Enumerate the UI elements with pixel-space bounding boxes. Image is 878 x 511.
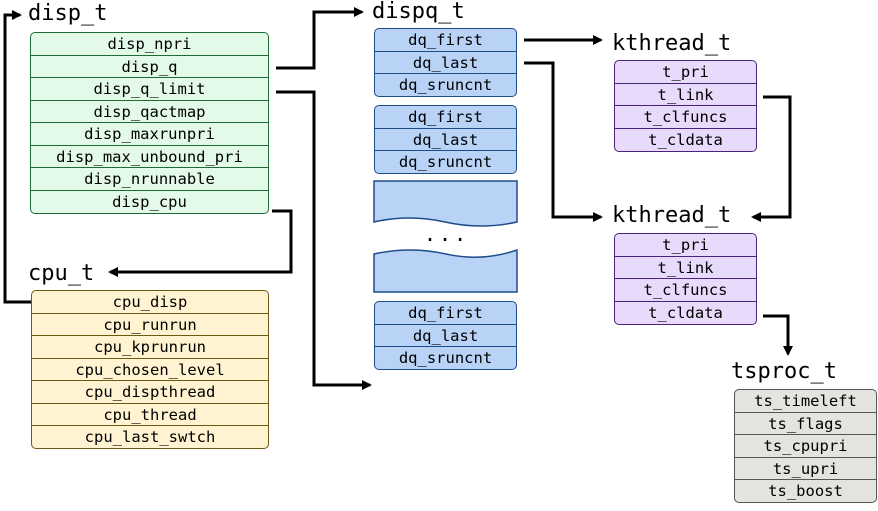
dispq-entry-1: dq_first dq_last dq_sruncnt <box>374 105 517 174</box>
dispq-field: dq_sruncnt <box>374 346 517 370</box>
cpu-field: cpu_chosen_level <box>31 357 269 382</box>
dispq-gap-box-bottom <box>373 248 518 293</box>
cpu-field: cpu_last_swtch <box>31 425 269 449</box>
arrow-t-link-to-kthread-2 <box>751 95 792 222</box>
arrow-disp-cpu-to-cpu-t <box>108 209 293 277</box>
kthread-field: t_link <box>614 82 757 107</box>
kthread-t-title-1: kthread_t <box>612 31 732 56</box>
tsproc-t-title: tsproc_t <box>731 359 837 384</box>
dispq-field: dq_sruncnt <box>374 73 517 97</box>
cpu-t-struct: cpu_disp cpu_runrun cpu_kprunrun cpu_cho… <box>31 290 269 449</box>
kthread-field: t_pri <box>614 60 757 84</box>
tsproc-field: ts_upri <box>734 456 877 481</box>
kthread-struct-1: t_pri t_link t_clfuncs t_cldata <box>614 60 757 152</box>
kthread-struct-2: t_pri t_link t_clfuncs t_cldata <box>614 233 757 325</box>
disp-field: disp_qactmap <box>30 99 269 124</box>
dispq-ellipsis: ... <box>424 222 470 246</box>
disp-t-title: disp_t <box>28 1 108 26</box>
disp-field: disp_npri <box>30 32 269 56</box>
disp-field: disp_nrunnable <box>30 167 269 191</box>
cpu-field: cpu_kprunrun <box>31 335 269 359</box>
tsproc-field: ts_cpupri <box>734 434 877 458</box>
arrow-dq-last-to-kthread-2 <box>524 61 603 222</box>
cpu-field: cpu_thread <box>31 402 269 427</box>
dispq-field: dq_first <box>374 105 517 129</box>
arrow-disp-q-to-dispq-t <box>276 7 364 70</box>
dispq-field: dq_first <box>374 28 517 52</box>
dispq-entry-0: dq_first dq_last dq_sruncnt <box>374 28 517 97</box>
cpu-field: cpu_disp <box>31 290 269 314</box>
dispq-entry-2: dq_first dq_last dq_sruncnt <box>374 301 517 370</box>
dispq-field: dq_first <box>374 301 517 325</box>
arrow-cpu-disp-to-disp-t <box>3 10 31 304</box>
cpu-field: cpu_dispthread <box>31 380 269 404</box>
dispq-field: dq_sruncnt <box>374 150 517 174</box>
tsproc-field: ts_flags <box>734 411 877 436</box>
tsproc-field: ts_boost <box>734 479 877 503</box>
kthread-t-title-2: kthread_t <box>612 203 732 228</box>
disp-field: disp_maxrunpri <box>30 122 269 146</box>
kthread-field: t_cldata <box>614 300 757 325</box>
dispq-t-title: dispq_t <box>372 0 465 24</box>
dispq-gap-box-top <box>373 180 518 227</box>
disp-field: disp_cpu <box>30 189 269 214</box>
dispq-field: dq_last <box>374 50 517 75</box>
cpu-t-title: cpu_t <box>28 261 95 286</box>
tsproc-struct: ts_timeleft ts_flags ts_cpupri ts_upri t… <box>734 389 877 503</box>
arrow-disp-q-limit-to-dispq-end <box>276 90 372 390</box>
disp-t-struct: disp_npri disp_q disp_q_limit disp_qactm… <box>30 32 269 214</box>
kthread-field: t_cldata <box>614 127 757 152</box>
arrow-t-cldata-to-tsproc <box>763 314 793 356</box>
kthread-field: t_clfuncs <box>614 105 757 129</box>
kthread-field: t_clfuncs <box>614 278 757 302</box>
